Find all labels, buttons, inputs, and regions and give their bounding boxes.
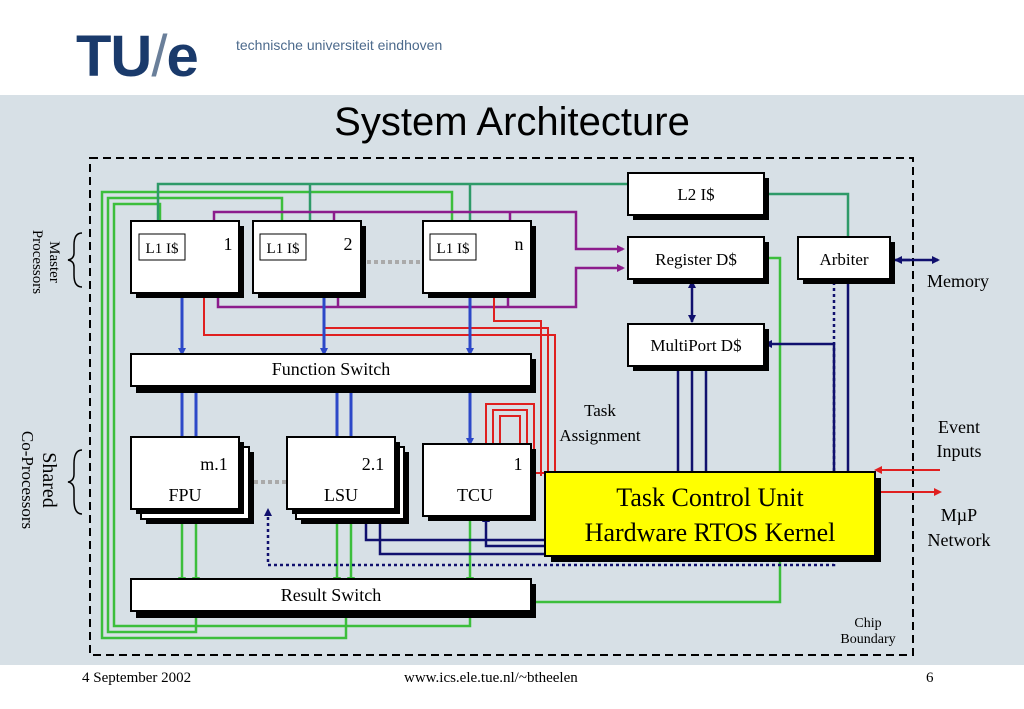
l1-cache-1 [138, 233, 186, 261]
fpu-box: m.1 FPU [130, 436, 254, 524]
task-assignment-label-1: Task [584, 401, 616, 420]
mup-network-label-2: Network [928, 530, 991, 550]
lsu-box: 2.1 LSU [286, 436, 409, 524]
master-number-2: 2 [344, 234, 353, 254]
result-switch-label: Result Switch [281, 585, 382, 605]
function-switch-label: Function Switch [272, 359, 391, 379]
tcu-number: 1 [514, 454, 523, 474]
master-bracket [67, 232, 83, 288]
l1-cache-label-n: L1 I$ [437, 241, 470, 257]
footer-page-number: 6 [926, 670, 934, 686]
footer-url: www.ics.ele.tue.nl/~btheelen [404, 670, 578, 686]
master-processors-label-2: Processors [29, 230, 45, 294]
l2-cache-label: L2 I$ [677, 185, 714, 204]
l1-cache-label-1: L1 I$ [146, 241, 179, 257]
master-number-1: 1 [224, 234, 233, 254]
arbiter-label: Arbiter [819, 250, 868, 269]
lsu-label: LSU [324, 485, 358, 505]
task-control-unit-label: Task Control Unit [616, 483, 804, 512]
l1-cache-2 [259, 233, 307, 261]
mup-network-label-1: MµP [941, 505, 977, 525]
tcu-box: 1 TCU [422, 443, 536, 521]
master-processor-1: L1 I$ 1 [130, 220, 244, 298]
tue-logo: TU/e [76, 24, 199, 89]
l1-cache-n [429, 233, 477, 261]
event-inputs-label-1: Event [938, 417, 980, 437]
register-cache-label: Register D$ [655, 250, 737, 269]
lsu-number: 2.1 [362, 454, 385, 474]
register-cache-box: Register D$ [627, 236, 769, 284]
master-processor-2: L1 I$ 2 [252, 220, 366, 298]
university-name: technische universiteit eindhoven [236, 37, 443, 53]
footer-date: 4 September 2002 [82, 670, 192, 686]
data-cache-lines [212, 210, 625, 309]
arbiter-box: Arbiter [797, 236, 895, 284]
shared-coprocessors-label-1: Shared [38, 452, 60, 508]
event-inputs-label-2: Inputs [937, 441, 982, 461]
chip-boundary [89, 157, 914, 656]
shared-bracket [67, 449, 83, 515]
multiport-cache-box: MultiPort D$ [627, 323, 769, 371]
master-processors-label-1: Master [46, 241, 62, 283]
slide-header: TU/e technische universiteit eindhoven [0, 0, 1024, 95]
fpu-number: m.1 [200, 454, 228, 474]
multiport-cache-label: MultiPort D$ [650, 336, 741, 355]
result-feedback-lines [100, 190, 782, 640]
task-assignment-label-2: Assignment [559, 426, 641, 445]
slide-title: System Architecture [334, 100, 690, 144]
master-processor-n: L1 I$ n [422, 220, 536, 298]
memory-label: Memory [927, 271, 989, 291]
function-switch-box: Function Switch [130, 353, 536, 393]
dotted-control-lines [264, 282, 836, 567]
result-switch-box: Result Switch [130, 578, 536, 618]
slide-footer [0, 665, 1024, 709]
task-control-unit-box: Task Control Unit Hardware RTOS Kernel [544, 471, 881, 562]
fpu-label: FPU [168, 485, 201, 505]
chip-boundary-label-2: Boundary [840, 632, 895, 647]
control-lines [362, 256, 940, 556]
master-number-n: n [515, 234, 524, 254]
l1-cache-label-2: L1 I$ [267, 241, 300, 257]
tcu-label: TCU [457, 485, 493, 505]
l2-cache-box: L2 I$ [627, 172, 769, 220]
shared-coprocessors-label-2: Co-Processors [18, 431, 37, 529]
function-switch-lines [178, 296, 474, 446]
chip-boundary-label-1: Chip [854, 616, 881, 631]
rtos-kernel-label: Hardware RTOS Kernel [585, 518, 836, 547]
